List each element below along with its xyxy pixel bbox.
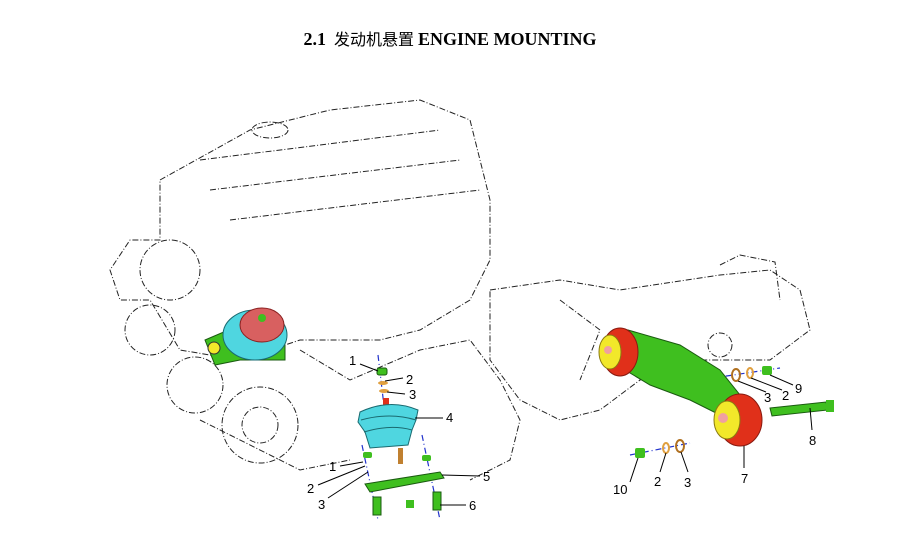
callout-1: 1 — [329, 459, 336, 474]
callout-6: 6 — [469, 498, 476, 513]
callout-2: 2 — [307, 481, 314, 496]
callout-2: 2 — [782, 388, 789, 403]
callout-3: 3 — [409, 387, 416, 402]
callout-8: 8 — [809, 433, 816, 448]
callout-9: 9 — [795, 381, 802, 396]
callout-10: 10 — [613, 482, 627, 497]
nut — [376, 367, 388, 376]
callout-7: 7 — [741, 471, 748, 486]
through-bolt — [769, 401, 829, 417]
callout-2: 2 — [654, 474, 661, 489]
callout-3: 3 — [764, 390, 771, 405]
engine-mount-insulator-assembly — [357, 354, 445, 521]
rear-engine-mount-assembly — [598, 327, 834, 458]
front-engine-mount-upper — [204, 307, 288, 366]
callout-labels-left: 1 2 3 4 1 2 3 5 6 — [307, 353, 490, 513]
callout-4: 4 — [446, 410, 453, 425]
callout-3: 3 — [684, 475, 691, 490]
callout-3: 3 — [318, 497, 325, 512]
mount-bracket-plate — [364, 471, 445, 493]
engine-outline — [109, 99, 811, 481]
leader-lines — [317, 363, 813, 506]
callout-labels-right: 9 2 3 8 7 10 2 3 — [613, 381, 816, 497]
callout-5: 5 — [483, 469, 490, 484]
callout-1: 1 — [349, 353, 356, 368]
callout-2: 2 — [406, 372, 413, 387]
